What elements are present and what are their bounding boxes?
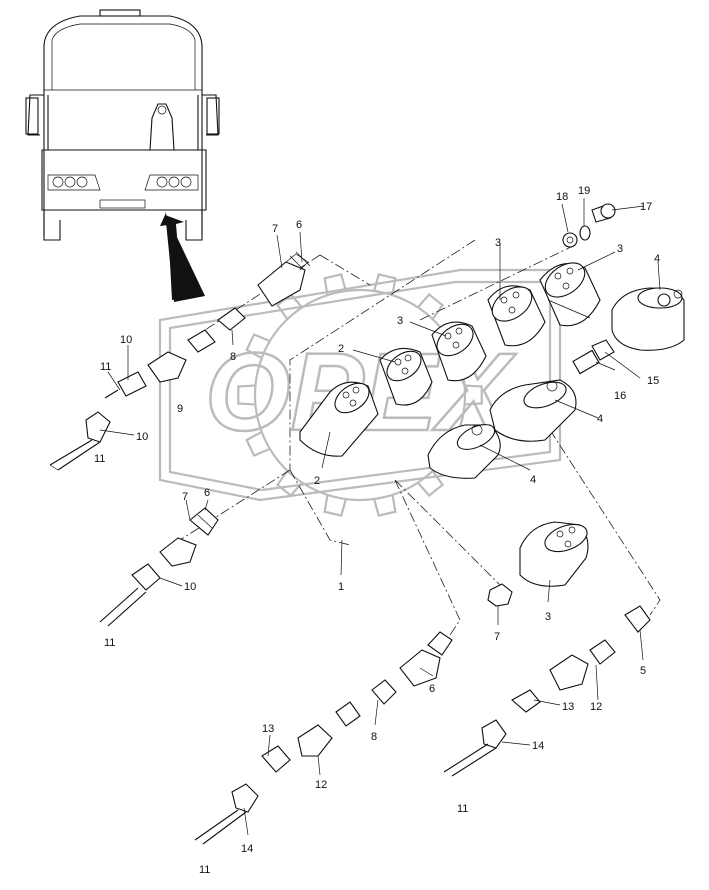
callout-8: 8: [371, 731, 377, 743]
sensor-switch-2-upper: [379, 347, 433, 406]
callout-9: 9: [177, 403, 183, 415]
callout-11: 11: [94, 453, 105, 465]
callout-11: 11: [100, 361, 111, 373]
callout-11: 11: [199, 864, 210, 876]
callout-14: 14: [532, 740, 544, 752]
callout-4: 4: [654, 253, 660, 265]
callout-3: 3: [397, 315, 403, 327]
sensor-switch-3-middle: [431, 321, 487, 382]
sensor-switch-3-top-right: [539, 262, 601, 327]
sensor-switch-2-lower: [299, 381, 379, 457]
pipe-assembly-lower-right: [443, 521, 651, 777]
callout-5: 5: [640, 665, 646, 677]
watermark-gear-tooth: [275, 470, 303, 497]
part-callouts: 1 2 2 3 3 3 3 4 4 4 5 6 6 6 7 7 7 8 8 9 …: [94, 185, 660, 876]
callout-12: 12: [315, 779, 327, 791]
leader-lines: [99, 198, 661, 836]
washer-18: [562, 232, 578, 248]
bus-front-illustration: [25, 9, 220, 302]
callout-3: 3: [617, 243, 623, 255]
sensor-switch-3-top-middle: [487, 285, 546, 347]
callout-4: 4: [530, 474, 536, 486]
callout-8: 8: [230, 351, 236, 363]
watermark-gear-tooth: [323, 494, 347, 517]
callout-11: 11: [457, 803, 468, 815]
callout-2: 2: [314, 475, 320, 487]
watermark-gear-tooth: [417, 293, 445, 320]
callout-11: 11: [104, 637, 115, 649]
pipe-assembly-upper-left: [49, 251, 311, 471]
callout-7: 7: [182, 491, 188, 503]
callout-3: 3: [545, 611, 551, 623]
callout-14: 14: [241, 843, 253, 855]
callout-7: 7: [272, 223, 278, 235]
callout-7: 7: [494, 631, 500, 643]
washer-19: [579, 225, 591, 241]
callout-6: 6: [296, 219, 302, 231]
watermark-gear-tooth: [464, 384, 483, 406]
watermark-gear-tooth: [237, 384, 256, 406]
callout-12: 12: [590, 701, 602, 713]
callout-18: 18: [556, 191, 568, 203]
callout-16: 16: [614, 390, 626, 402]
pipe-assembly-left-middle: [99, 507, 219, 627]
callout-10: 10: [120, 334, 132, 346]
callout-1: 1: [338, 581, 344, 593]
pressure-switch-4-lower: [427, 424, 501, 479]
callout-3: 3: [495, 237, 501, 249]
callout-13: 13: [562, 701, 574, 713]
callout-6: 6: [429, 683, 435, 695]
callout-19: 19: [578, 185, 590, 197]
watermark-gear-tooth: [245, 333, 271, 360]
callout-4: 4: [597, 413, 603, 425]
bolt-17: [591, 203, 616, 223]
watermark-gear-tooth: [323, 273, 347, 296]
callout-10: 10: [184, 581, 196, 593]
callout-17: 17: [640, 201, 652, 213]
callout-2: 2: [338, 343, 344, 355]
watermark-gear-tooth: [417, 470, 445, 497]
pressure-switch-4-middle: [489, 379, 577, 442]
watermark-gear-tooth: [245, 430, 271, 457]
pressure-switch-4-top: [611, 287, 685, 351]
watermark-gear-tooth: [275, 293, 303, 320]
callout-6: 6: [204, 487, 210, 499]
callout-10: 10: [136, 431, 148, 443]
watermark-gear-tooth: [373, 494, 397, 517]
fitting-16: [572, 339, 615, 375]
callout-15: 15: [647, 375, 659, 387]
callout-13: 13: [262, 723, 274, 735]
watermark-gear-tooth: [373, 273, 397, 296]
pipe-assembly-lower-middle: [194, 631, 453, 845]
